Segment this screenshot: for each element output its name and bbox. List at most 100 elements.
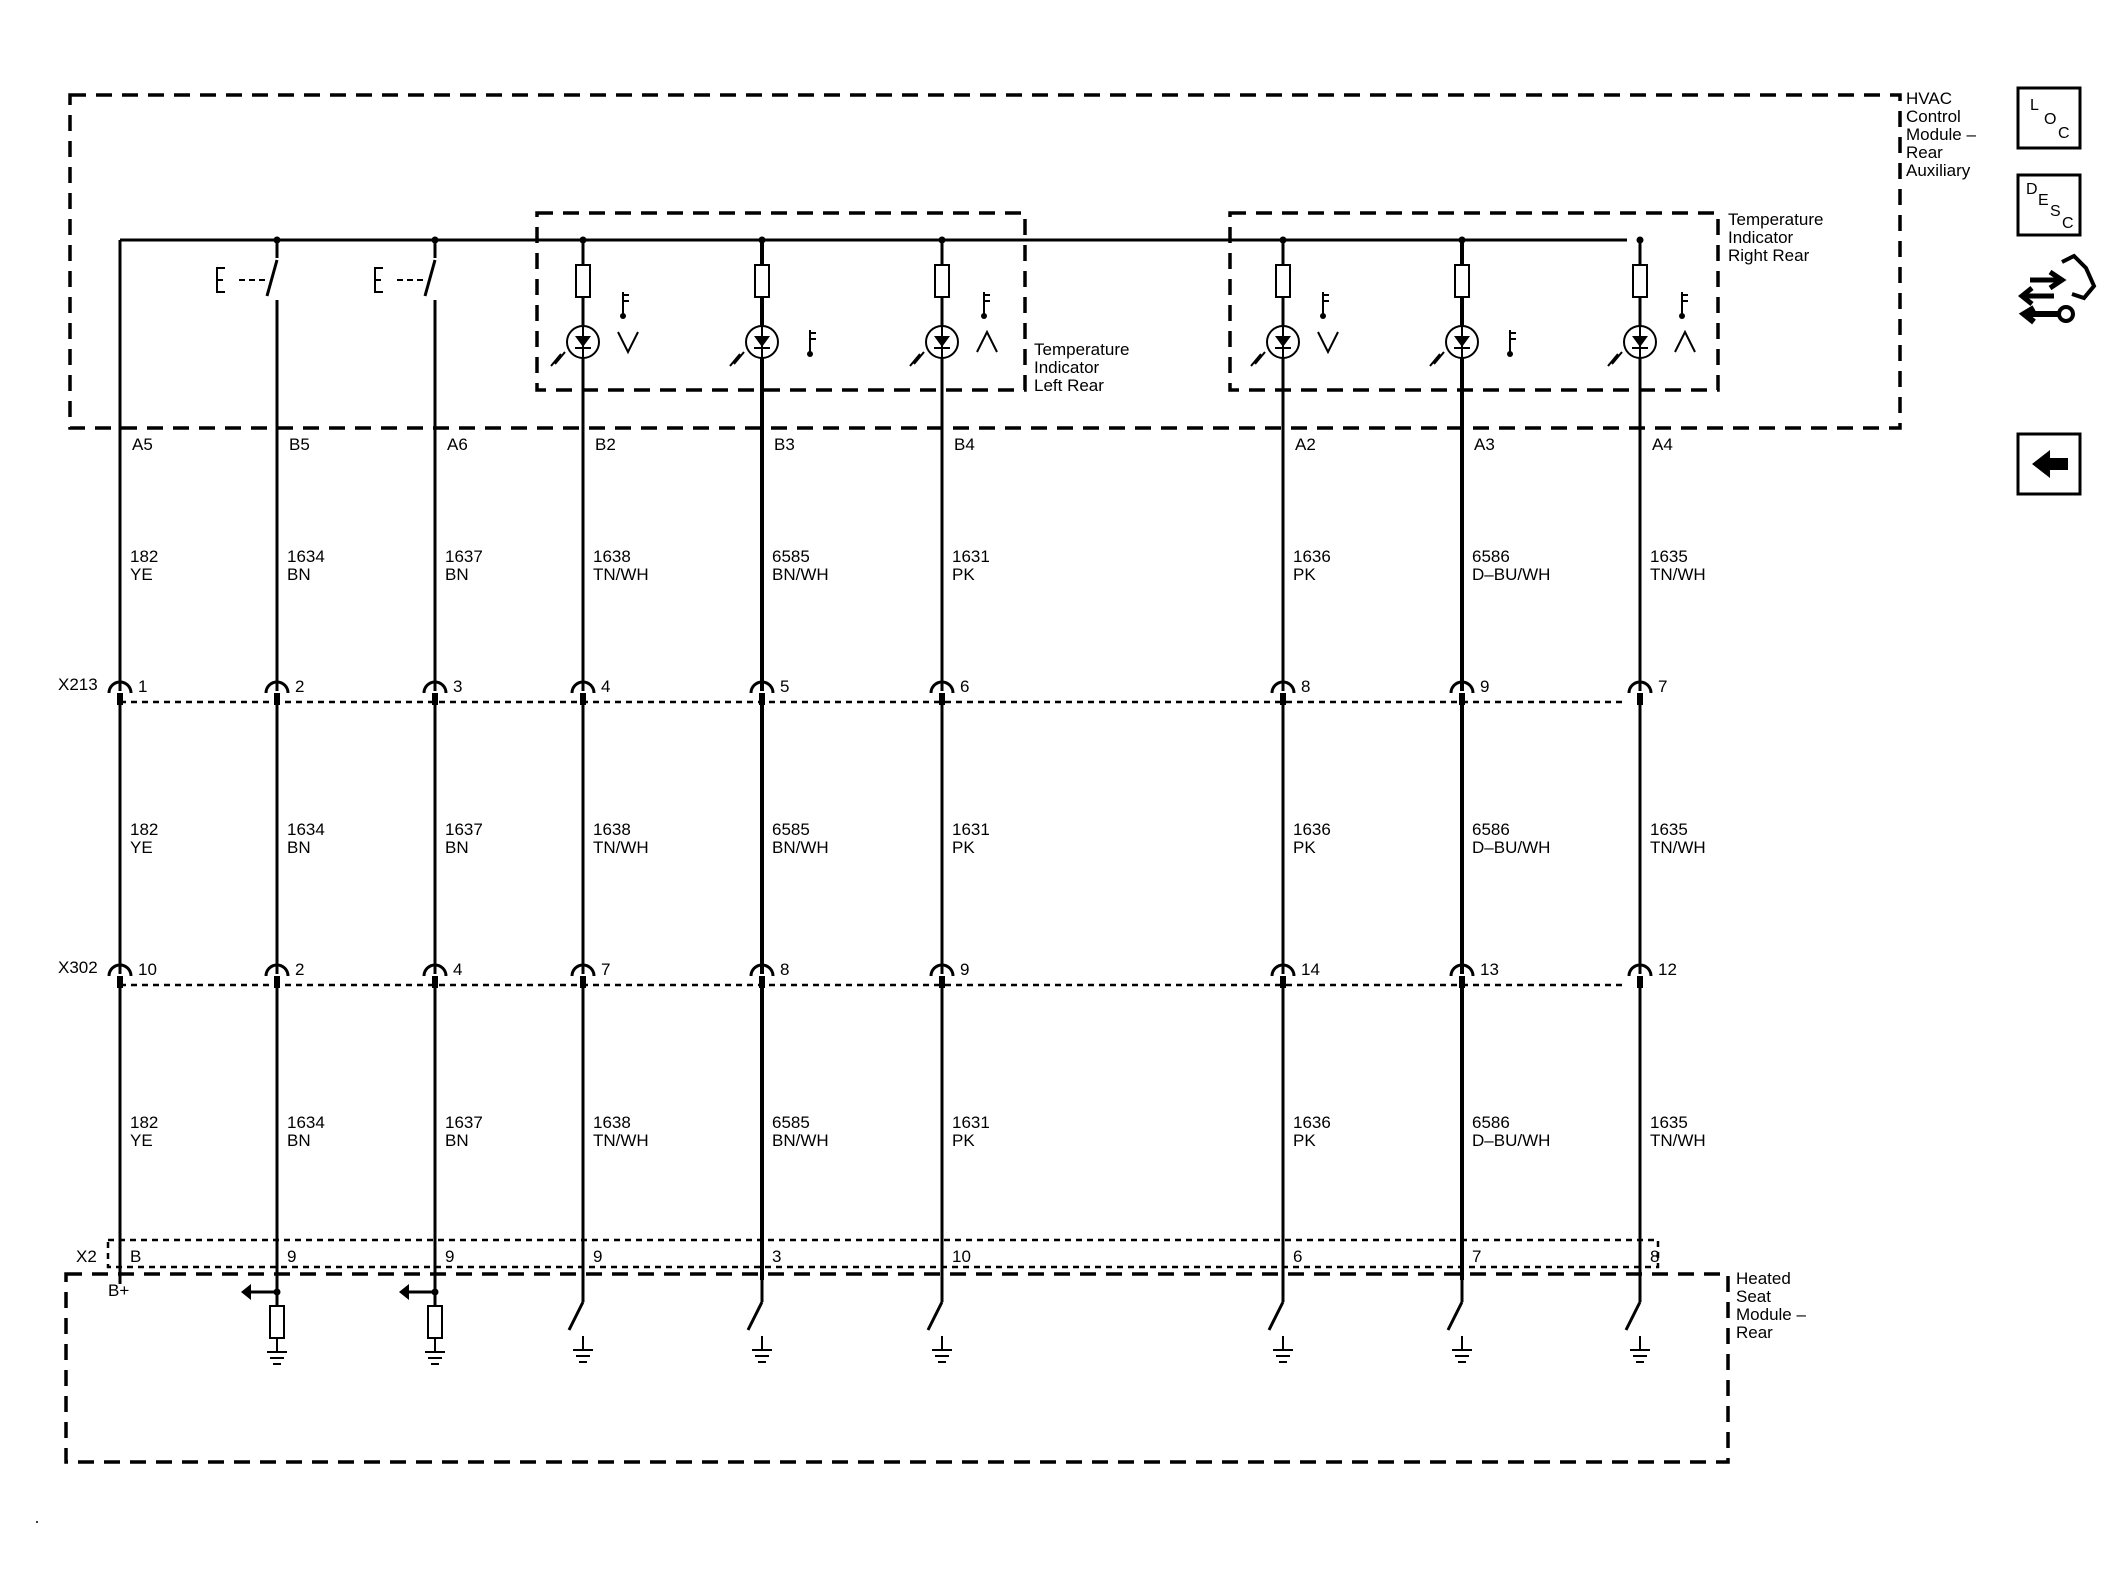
svg-text:S: S: [2050, 203, 2061, 220]
chevron-down-icon: [1317, 331, 1339, 355]
x2-pin-label: 7: [1472, 1247, 1481, 1266]
x213-pin-label: 7: [1658, 677, 1667, 696]
resistor-icon: [269, 1305, 285, 1339]
resistor-icon: [1275, 264, 1291, 298]
wire-color: YE: [130, 838, 153, 857]
x213-pin-label: 3: [453, 677, 462, 696]
x302-pin-label: 12: [1658, 960, 1677, 979]
resistor-icon: [1454, 264, 1470, 298]
circuit-number: 182: [130, 547, 158, 566]
x302-pin-label: 4: [453, 960, 462, 979]
svg-text:C: C: [2062, 215, 2074, 232]
connector-pin: [580, 693, 586, 705]
circuit-number: 1638: [593, 1113, 631, 1132]
desc-icon[interactable]: [2016, 173, 2082, 237]
x213-pin-label: 5: [780, 677, 789, 696]
chevron-up-icon: [1674, 329, 1696, 353]
connector-tool-icon[interactable]: [2017, 253, 2097, 325]
connector-pin: [939, 693, 945, 705]
circuit-number: 6586: [1472, 1113, 1510, 1132]
module-pin-label: A5: [132, 435, 153, 454]
wire-color: BN/WH: [772, 1131, 829, 1150]
circuit-number: 6586: [1472, 820, 1510, 839]
x302-pin-label: 13: [1480, 960, 1499, 979]
connector-pin: [117, 976, 123, 988]
desc-button[interactable]: D E S C: [2016, 173, 2082, 237]
circuit-number: 182: [130, 1113, 158, 1132]
wire-color: TN/WH: [593, 565, 649, 584]
switch-contact: [926, 1301, 944, 1331]
x302-pin-label: 8: [780, 960, 789, 979]
circuit-number: 1635: [1650, 1113, 1688, 1132]
wire-color: BN: [287, 565, 311, 584]
circuit-number: 1636: [1293, 1113, 1331, 1132]
svg-text:Auxiliary: Auxiliary: [1906, 161, 1971, 180]
resistor-icon: [427, 1305, 443, 1339]
wire-color: PK: [952, 838, 975, 857]
connector-pin: [1280, 976, 1286, 988]
thermometer-icon: [981, 292, 990, 319]
wire-color: BN: [287, 838, 311, 857]
circuit-number: 1631: [952, 1113, 990, 1132]
wire-color: PK: [952, 1131, 975, 1150]
connector-terminal: [422, 963, 448, 977]
x2-label: X2: [76, 1247, 97, 1266]
back-button[interactable]: [2016, 432, 2082, 496]
resistor-icon: [1632, 264, 1648, 298]
connector-terminal: [422, 680, 448, 694]
loc-button[interactable]: L O C: [2016, 86, 2082, 150]
wire-color: BN/WH: [772, 838, 829, 857]
circuit-number: 1638: [593, 820, 631, 839]
loc-icon[interactable]: [2016, 86, 2082, 150]
svg-text:Control: Control: [1906, 107, 1961, 126]
wire-color: BN: [445, 1131, 469, 1150]
hvac-module-outline: [68, 93, 1902, 430]
ground-icon: [752, 1336, 772, 1363]
x213-pin-label: 8: [1301, 677, 1310, 696]
led-indicator-icon: [909, 325, 959, 367]
connector-pin: [274, 693, 280, 705]
connector-terminal: [1270, 680, 1296, 694]
wire-color: BN: [287, 1131, 311, 1150]
connector-pin: [759, 693, 765, 705]
circuit-number: 6586: [1472, 547, 1510, 566]
connector-terminal: [107, 680, 133, 694]
led-indicator-icon: [1429, 325, 1479, 367]
ground-icon: [932, 1336, 952, 1363]
x213-label: X213: [58, 675, 98, 694]
wire-color: TN/WH: [593, 838, 649, 857]
thermometer-icon: [620, 292, 629, 319]
x2-pin-label: 3: [772, 1247, 781, 1266]
thermometer-icon: [807, 330, 816, 357]
wire-color: D–BU/WH: [1472, 838, 1550, 857]
svg-text:L: L: [2030, 97, 2039, 114]
chevron-down-icon: [617, 331, 639, 355]
led-indicator-icon: [729, 325, 779, 367]
wire-color: YE: [130, 1131, 153, 1150]
back-arrow-icon[interactable]: [2016, 432, 2082, 496]
x2-pin-label: 9: [445, 1247, 454, 1266]
connector-pin: [1459, 693, 1465, 705]
circuit-number: 1634: [287, 820, 325, 839]
svg-text:Module –: Module –: [1906, 125, 1976, 144]
circuit-number: 1637: [445, 547, 483, 566]
module-pin-label: B2: [595, 435, 616, 454]
thermometer-icon: [1679, 292, 1688, 319]
hvac-module-label: HVAC Control Module – Rear Auxiliary: [1906, 89, 1976, 180]
svg-text:D: D: [2026, 181, 2038, 198]
chevron-up-icon: [976, 329, 998, 353]
switch-actuator-icon: [216, 267, 225, 293]
svg-text:Indicator: Indicator: [1034, 358, 1100, 377]
x213-pin-label: 4: [601, 677, 610, 696]
switch-contact: [1267, 1301, 1285, 1331]
x302-pin-label: 9: [960, 960, 969, 979]
connector-terminal: [1449, 963, 1475, 977]
connector-terminal: [570, 963, 596, 977]
connector-terminal: [570, 680, 596, 694]
svg-text:Module –: Module –: [1736, 1305, 1806, 1324]
svg-text:Right Rear: Right Rear: [1728, 246, 1810, 265]
